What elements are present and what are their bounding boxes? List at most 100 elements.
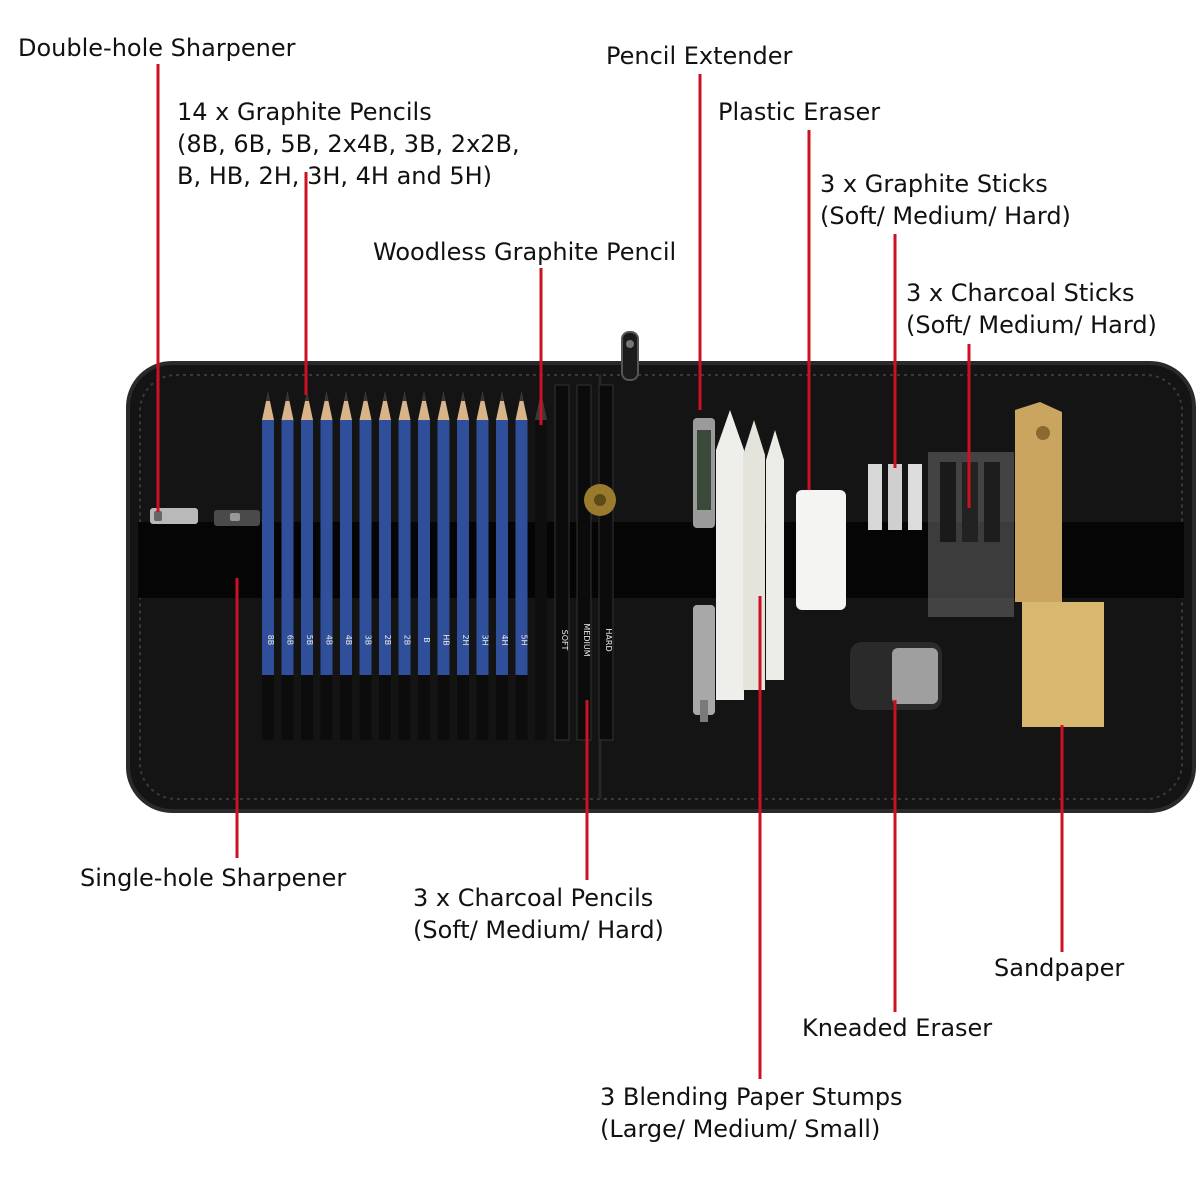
pencil-body: [496, 420, 508, 675]
label-line: Woodless Graphite Pencil: [373, 238, 677, 266]
pencil-body: [340, 420, 352, 675]
pencil-tip: [359, 392, 372, 420]
charcoal-pencil: SOFT: [554, 384, 570, 741]
label-line: (Soft/ Medium/ Hard): [413, 916, 664, 944]
pencil-tip: [515, 392, 528, 420]
pencil-grade-text: 4H: [500, 634, 509, 645]
pencil-grade-text: 2H: [461, 634, 470, 645]
pencil-end: [262, 675, 274, 740]
graphite-pencil: 5B: [301, 392, 314, 740]
label-line: (Soft/ Medium/ Hard): [906, 311, 1157, 339]
charcoal-pencil: HARD: [598, 384, 614, 741]
pencil-extender: [693, 418, 715, 722]
pencil-lead: [461, 392, 465, 401]
label-line: 3 x Charcoal Sticks: [906, 279, 1135, 307]
pencil-lead: [383, 392, 387, 401]
pencil-body: [359, 420, 372, 675]
pencil-grade-text: 3H: [481, 634, 490, 645]
pencil-end: [398, 675, 411, 740]
single-hole-sharpener: [214, 510, 260, 526]
label-line: Single-hole Sharpener: [80, 864, 347, 892]
pencil-tip: [418, 392, 430, 420]
label-sandpaper: Sandpaper: [994, 952, 1124, 984]
pencil-lead: [285, 392, 290, 401]
pencil-tip: [437, 392, 450, 420]
label-woodless-pencil: Woodless Graphite Pencil: [373, 236, 676, 268]
pencil-lead: [500, 392, 504, 401]
graphite-pencil: HB: [437, 392, 451, 740]
pencil-tip: [476, 392, 489, 420]
pencil-end: [320, 675, 333, 740]
label-line: 3 x Graphite Sticks: [820, 170, 1048, 198]
pencil-grade-text: 2B: [403, 635, 412, 646]
pencil-end: [281, 675, 294, 740]
pencil-body: [281, 420, 294, 675]
pencil-end: [359, 675, 372, 740]
pencil-lead: [266, 392, 270, 401]
plastic-eraser: [796, 490, 846, 610]
charcoal-sticks: [928, 452, 1014, 617]
sandpaper-pad: [1015, 402, 1104, 727]
pencil-body: [398, 420, 411, 675]
graphite-pencil: 2B: [379, 392, 392, 740]
label-line: (Large/ Medium/ Small): [600, 1115, 881, 1143]
pencil-lead: [480, 392, 485, 401]
pencil-tip: [398, 392, 411, 420]
pencil-grade-text: 6B: [286, 635, 295, 646]
pencil-tip: [340, 392, 352, 420]
pencil-grade-text: 8B: [266, 635, 275, 646]
pencil-body: [262, 420, 274, 675]
pencil-lead: [305, 392, 309, 401]
pencil-end: [418, 675, 430, 740]
graphite-pencil: 3H: [476, 392, 490, 740]
label-line: 3 x Charcoal Pencils: [413, 884, 654, 912]
label-line: Pencil Extender: [606, 42, 793, 70]
pencil-end: [496, 675, 508, 740]
pencil-body: [379, 420, 391, 675]
label-line: B, HB, 2H, 3H, 4H and 5H): [177, 162, 493, 190]
pencil-end: [379, 675, 391, 740]
charcoal-pencil-body: [554, 384, 570, 741]
woodless-graphite-pencil: [535, 392, 547, 740]
graphite-pencil: 2H: [457, 392, 470, 740]
pencil-tip: [301, 392, 313, 420]
graphite-pencil: B: [418, 392, 431, 740]
pencil-lead: [422, 392, 426, 401]
pencil-lead: [363, 392, 368, 401]
label-line: (8B, 6B, 5B, 2x4B, 3B, 2x2B,: [177, 130, 520, 158]
pencil-tip: [379, 392, 391, 420]
charcoal-grade-text: SOFT: [560, 630, 569, 651]
pencil-lead: [441, 392, 446, 401]
label-graphite-sticks: 3 x Graphite Sticks (Soft/ Medium/ Hard): [820, 168, 1071, 232]
label-double-hole-sharpener: Double-hole Sharpener: [18, 32, 296, 64]
label-single-hole-sharpener: Single-hole Sharpener: [80, 862, 346, 894]
charcoal-pencil-body: [576, 384, 592, 741]
label-line: (Soft/ Medium/ Hard): [820, 202, 1071, 230]
pencil-lead: [324, 392, 329, 401]
pencil-end: [515, 675, 528, 740]
pencil-body: [476, 420, 489, 675]
pencil-end: [437, 675, 450, 740]
pencil-tip: [457, 392, 469, 420]
pencil-tip: [320, 392, 333, 420]
pencil-lead: [402, 392, 407, 401]
pencil-end: [476, 675, 489, 740]
charcoal-grade-text: MEDIUM: [582, 623, 591, 656]
label-charcoal-sticks: 3 x Charcoal Sticks (Soft/ Medium/ Hard): [906, 277, 1157, 341]
graphite-sticks: [868, 464, 922, 530]
snap-button: [584, 484, 616, 516]
pencil-grade-text: 4B: [344, 635, 353, 646]
graphite-pencil: 3B: [359, 392, 373, 740]
pencil-body: [418, 420, 430, 675]
graphite-pencil: 4B: [340, 392, 353, 740]
pencil-body: [320, 420, 333, 675]
graphite-pencil: 4B: [320, 392, 334, 740]
graphite-pencil: 8B: [262, 392, 275, 740]
pencil-grade-text: 2B: [383, 635, 392, 646]
label-line: Kneaded Eraser: [802, 1014, 993, 1042]
charcoal-pencil-body: [598, 384, 614, 741]
graphite-pencil: 6B: [281, 392, 295, 740]
label-pencil-extender: Pencil Extender: [606, 40, 792, 72]
